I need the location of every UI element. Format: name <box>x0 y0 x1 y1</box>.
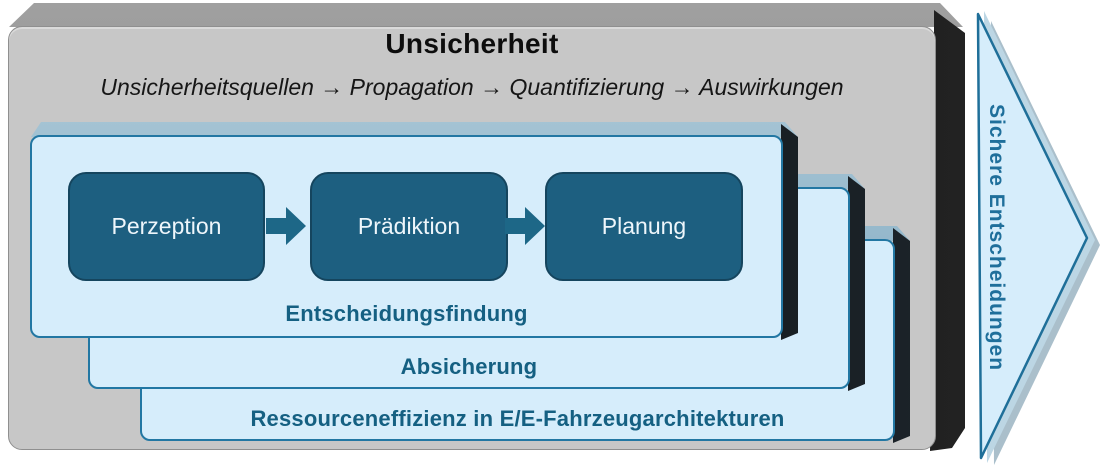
step-perzeption-label: Perzeption <box>111 213 222 239</box>
page-title: Unsicherheit <box>385 28 559 59</box>
block-arrow-right-icon <box>266 207 306 245</box>
big-arrow-right-icon <box>976 11 1100 465</box>
layer1-label: Entscheidungsfindung <box>285 301 528 326</box>
step-perzeption: Perzeption <box>68 172 265 281</box>
step-praediktion-label: Prädiktion <box>357 213 461 239</box>
side-arrow-label: Sichere Entscheidungen <box>985 104 1008 372</box>
layer2-label: Absicherung <box>400 354 538 379</box>
step-planung: Planung <box>545 172 743 281</box>
step-planung-label: Planung <box>601 213 687 239</box>
layer3-label: Ressourceneffizienz in E/E-Fahrzeugarchi… <box>250 406 785 431</box>
subtitle-uncertainty-chain: Unsicherheitsquellen → Propagation → Qua… <box>100 74 844 100</box>
block-arrow-right-icon <box>505 207 545 245</box>
step-praediktion: Prädiktion <box>310 172 508 281</box>
